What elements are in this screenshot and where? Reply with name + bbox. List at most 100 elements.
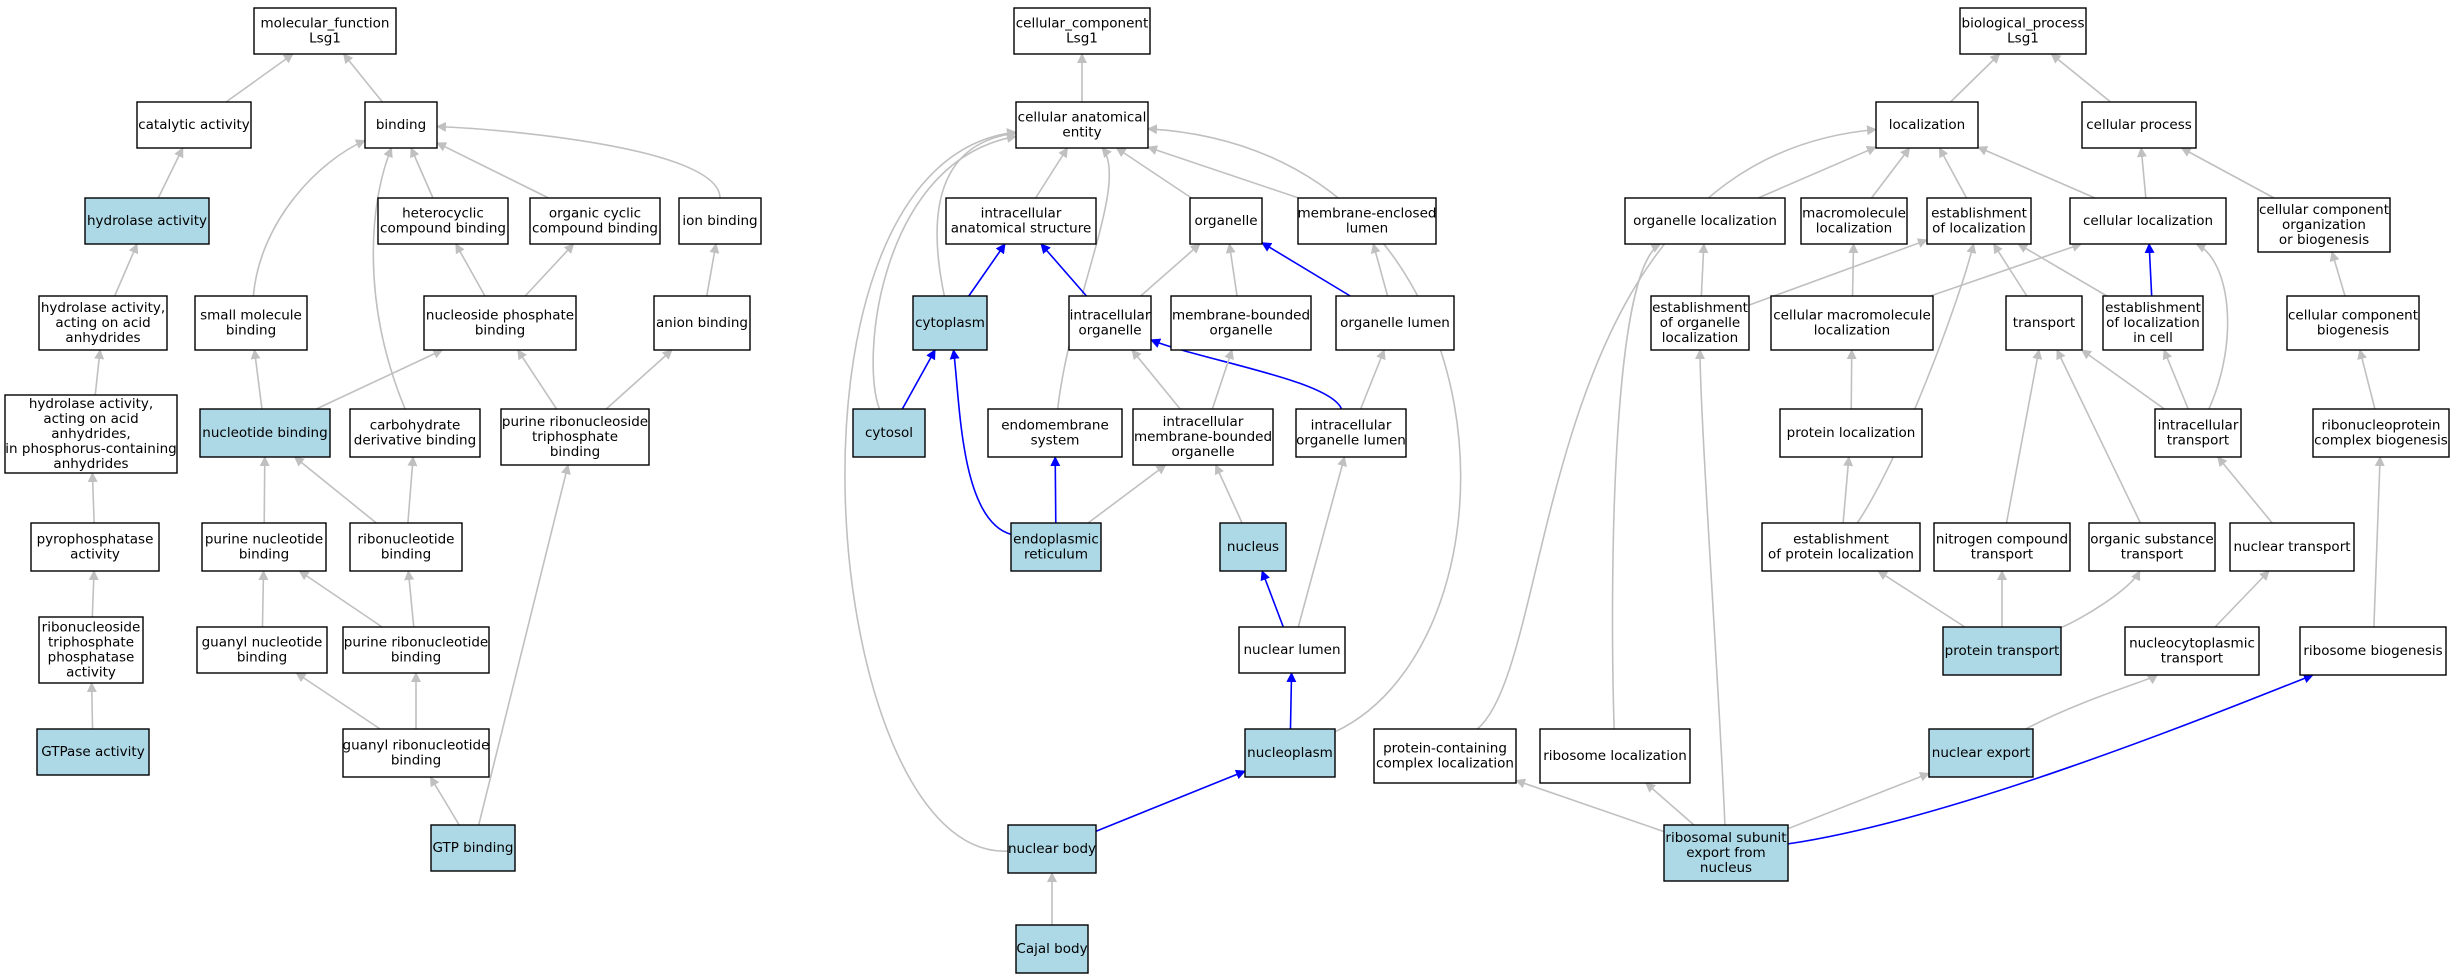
edge-protein-transport-to-establishment-of-protein-localization	[1877, 570, 1966, 628]
node-label-line: localization	[1816, 221, 1892, 237]
node-box	[1219, 522, 1287, 572]
edge-nucleoplasm-to-cellular-anatomical-entity	[1147, 124, 1462, 733]
node-box	[1010, 522, 1102, 572]
edge-path	[1645, 782, 1695, 826]
edge-establishment-of-organelle-localization-to-organelle-localization	[1698, 243, 1709, 297]
node-label-line: binding	[239, 547, 289, 563]
node-nuclear-export: nuclear export	[1928, 728, 2034, 778]
edge-cytoplasm-to-cellular-anatomical-entity	[936, 129, 1017, 297]
node-label-line: activity	[70, 547, 120, 563]
node-organelle-localization: organelle localization	[1624, 197, 1786, 245]
node-label-line: ribosome biogenesis	[2303, 643, 2442, 659]
edge-path	[1050, 456, 1061, 524]
edge-path	[1214, 464, 1243, 524]
node-label-line: cellular_component	[1016, 16, 1148, 32]
edge-establishment-of-organelle-localization-to-establishment-of-localization	[1748, 238, 1928, 306]
node-label-line: membrane-bounded	[1134, 429, 1272, 445]
edge-path	[2144, 243, 2155, 297]
edge-cellular-localization-to-localization	[1977, 146, 2096, 199]
node-box	[1015, 924, 1089, 974]
edge-path	[372, 147, 406, 410]
edge-path	[94, 349, 105, 396]
edge-purine-nucleotide-binding-to-nucleotide-binding	[259, 456, 270, 524]
edge-hydrolase-phosphorus-anhydrides-to-hydrolase-acid-anhydrides	[94, 349, 105, 396]
node-label-line: hydrolase activity,	[41, 300, 165, 316]
node-label-line: transport	[2167, 433, 2229, 449]
node-label-line: complex localization	[1376, 756, 1514, 772]
node-label-line: organelle	[1209, 323, 1272, 339]
node-label-line: nucleotide binding	[202, 425, 327, 441]
node-label-line: in phosphorus-containing	[5, 441, 176, 457]
node-label-line: ribonucleoside	[42, 620, 141, 636]
node-label-line: cellular anatomical	[1018, 110, 1147, 126]
node-label-line: nucleoplasm	[1247, 745, 1333, 761]
node-label-line: protein transport	[1945, 643, 2060, 659]
node-box	[2229, 522, 2355, 572]
edge-path	[1261, 242, 1351, 297]
edge-nucleoside-phosphate-binding-to-organic-cyclic-binding	[524, 243, 575, 297]
node-ion-binding: ion binding	[678, 197, 762, 245]
node-label-line: binding	[381, 547, 431, 563]
edge-endoplasmic-reticulum-to-intracellular-membrane-bounded-organelle	[1087, 464, 1167, 524]
edge-path	[524, 243, 575, 297]
node-box	[1068, 295, 1152, 351]
edge-organelle-lumen-to-membrane-enclosed-lumen	[1370, 243, 1389, 297]
node-label-line: organelle lumen	[1296, 433, 1406, 449]
node-box	[1959, 7, 2087, 55]
edge-path	[315, 349, 444, 410]
node-label-line: complex biogenesis	[2314, 433, 2448, 449]
node-label-line: activity	[66, 665, 116, 681]
edge-nucleoplasm-to-nuclear-lumen	[1286, 672, 1297, 730]
edge-guanyl-ribonucleotide-binding-to-guanyl-nucleotide-binding	[295, 672, 381, 730]
edge-purine-ribonucleoside-triphosphate-binding-to-nucleoside-phosphate-binding	[517, 349, 558, 410]
edge-path	[1856, 243, 1977, 524]
node-label-line: in cell	[2133, 330, 2173, 346]
node-cellular-localization: cellular localization	[2069, 197, 2227, 245]
node-box	[2102, 295, 2204, 351]
edge-path	[1992, 243, 2028, 297]
node-box	[342, 728, 490, 778]
node-organelle-lumen: organelle lumen	[1335, 295, 1455, 351]
edge-intracellular-membrane-bounded-organelle-to-membrane-bounded-organelle	[1211, 349, 1234, 410]
node-label-line: binding	[226, 323, 276, 339]
node-label-line: membrane-bounded	[1172, 308, 1310, 324]
edge-path	[1131, 349, 1181, 410]
edge-path	[295, 672, 381, 730]
edge-ribosomal-subunit-export-to-protein-containing-complex-localization	[1515, 778, 1665, 833]
node-box	[852, 408, 926, 458]
edge-membrane-enclosed-lumen-to-cellular-anatomical-entity	[1147, 145, 1299, 199]
edge-path	[225, 53, 294, 103]
node-label-line: ion binding	[682, 213, 757, 229]
node-box	[364, 101, 438, 149]
node-label-line: nitrogen compound	[1936, 532, 2068, 548]
node-label-line: endoplasmic	[1013, 532, 1099, 548]
node-box	[30, 522, 160, 572]
edge-nucleotide-binding-to-small-molecule-binding	[250, 349, 263, 410]
edge-path	[1848, 243, 1859, 297]
edge-ribosome-localization-to-organelle-localization	[1611, 243, 1662, 730]
edge-intracellular-organelle-lumen-to-organelle-lumen	[1359, 349, 1386, 410]
edge-path	[455, 243, 486, 297]
node-box	[423, 295, 577, 351]
node-box	[1132, 408, 1274, 466]
edge-establishment-of-localization-in-cell-to-cellular-localization	[2144, 243, 2155, 297]
node-box	[194, 295, 308, 351]
edge-protein-containing-complex-localization-to-localization	[1476, 125, 1877, 730]
node-label-line: carbohydrate	[370, 418, 461, 434]
node-label-line: transport	[2013, 315, 2075, 331]
node-label-line: nuclear lumen	[1243, 642, 1340, 658]
edge-path	[404, 570, 415, 628]
node-box	[945, 197, 1097, 245]
node-label-line: intracellular	[981, 206, 1062, 222]
edge-localization-to-bp-root	[1949, 53, 2001, 103]
edge-purine-ribonucleotide-binding-to-purine-nucleotide-binding	[298, 570, 383, 628]
